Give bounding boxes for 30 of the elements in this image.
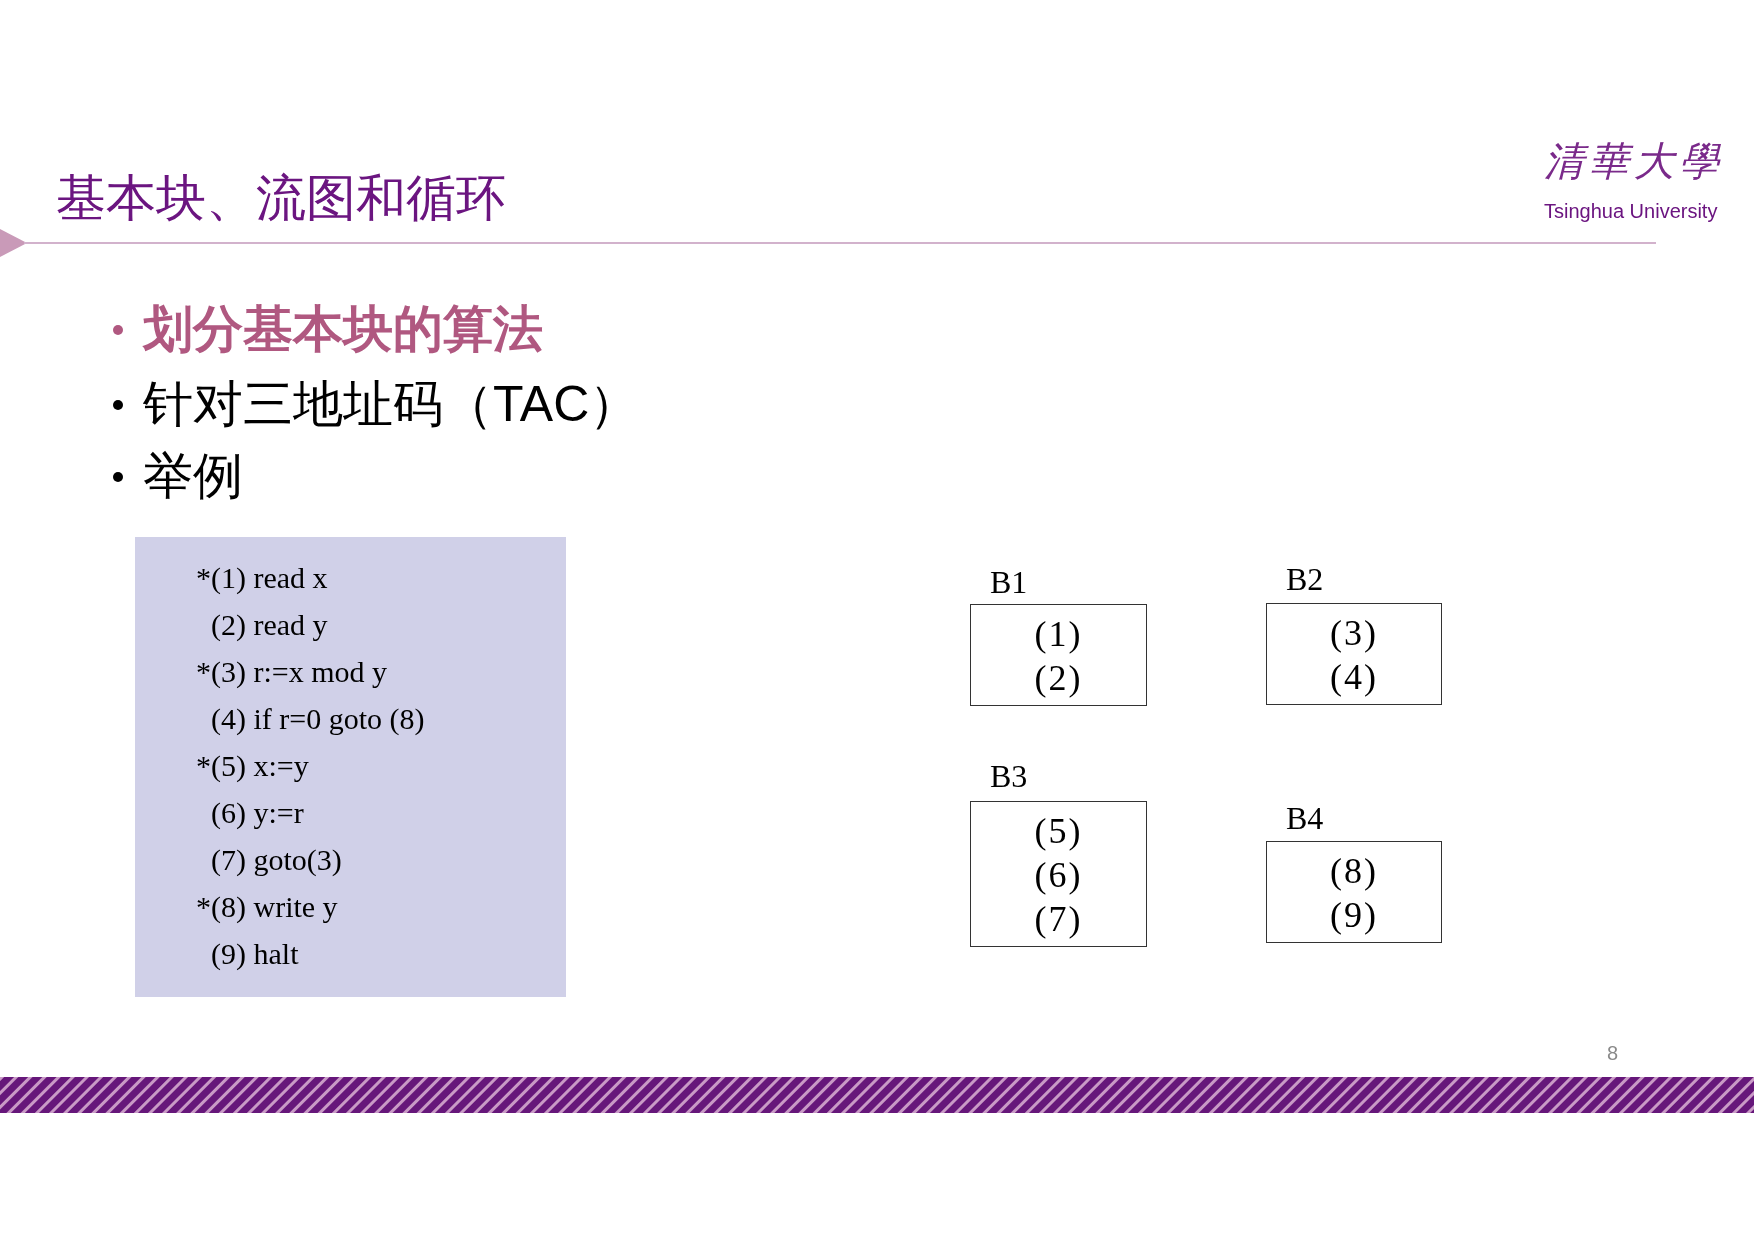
code-line: (7) goto(3) [211, 842, 342, 878]
slide-title: 基本块、流图和循环 [56, 169, 506, 228]
code-line: *(3) r:=x mod y [196, 654, 388, 690]
statement-number: (8) [1330, 850, 1378, 893]
bullet-text: 举例 [143, 447, 243, 506]
statement-number: (6) [1034, 854, 1083, 897]
block-label: B1 [990, 563, 1028, 602]
statement-number: (4) [1330, 656, 1378, 699]
code-panel [135, 537, 566, 997]
code-line: (9) halt [211, 936, 299, 972]
block-label: B3 [990, 757, 1028, 796]
statement-number: (2) [1034, 657, 1083, 700]
statement-number: (3) [1330, 612, 1378, 655]
bullet-text: 针对三地址码（TAC） [143, 375, 640, 434]
page-number: 8 [1607, 1041, 1619, 1065]
statement-number: (5) [1034, 810, 1083, 853]
statement-number: (1) [1034, 613, 1083, 656]
block-label: B2 [1286, 560, 1324, 599]
bullet-heading: 划分基本块的算法 [143, 300, 543, 359]
block-label: B4 [1286, 799, 1324, 838]
statement-number: (9) [1330, 894, 1378, 937]
code-line: *(1) read x [196, 560, 328, 596]
code-line: (4) if r=0 goto (8) [211, 701, 425, 737]
statement-number: (7) [1034, 898, 1083, 941]
code-line: *(8) write y [196, 889, 338, 925]
code-line: (2) read y [211, 607, 328, 643]
code-line: (6) y:=r [211, 795, 304, 831]
code-line: *(5) x:=y [196, 748, 309, 784]
university-name: 清華大學 [1544, 138, 1724, 186]
university-name: Tsinghua University [1544, 199, 1718, 223]
